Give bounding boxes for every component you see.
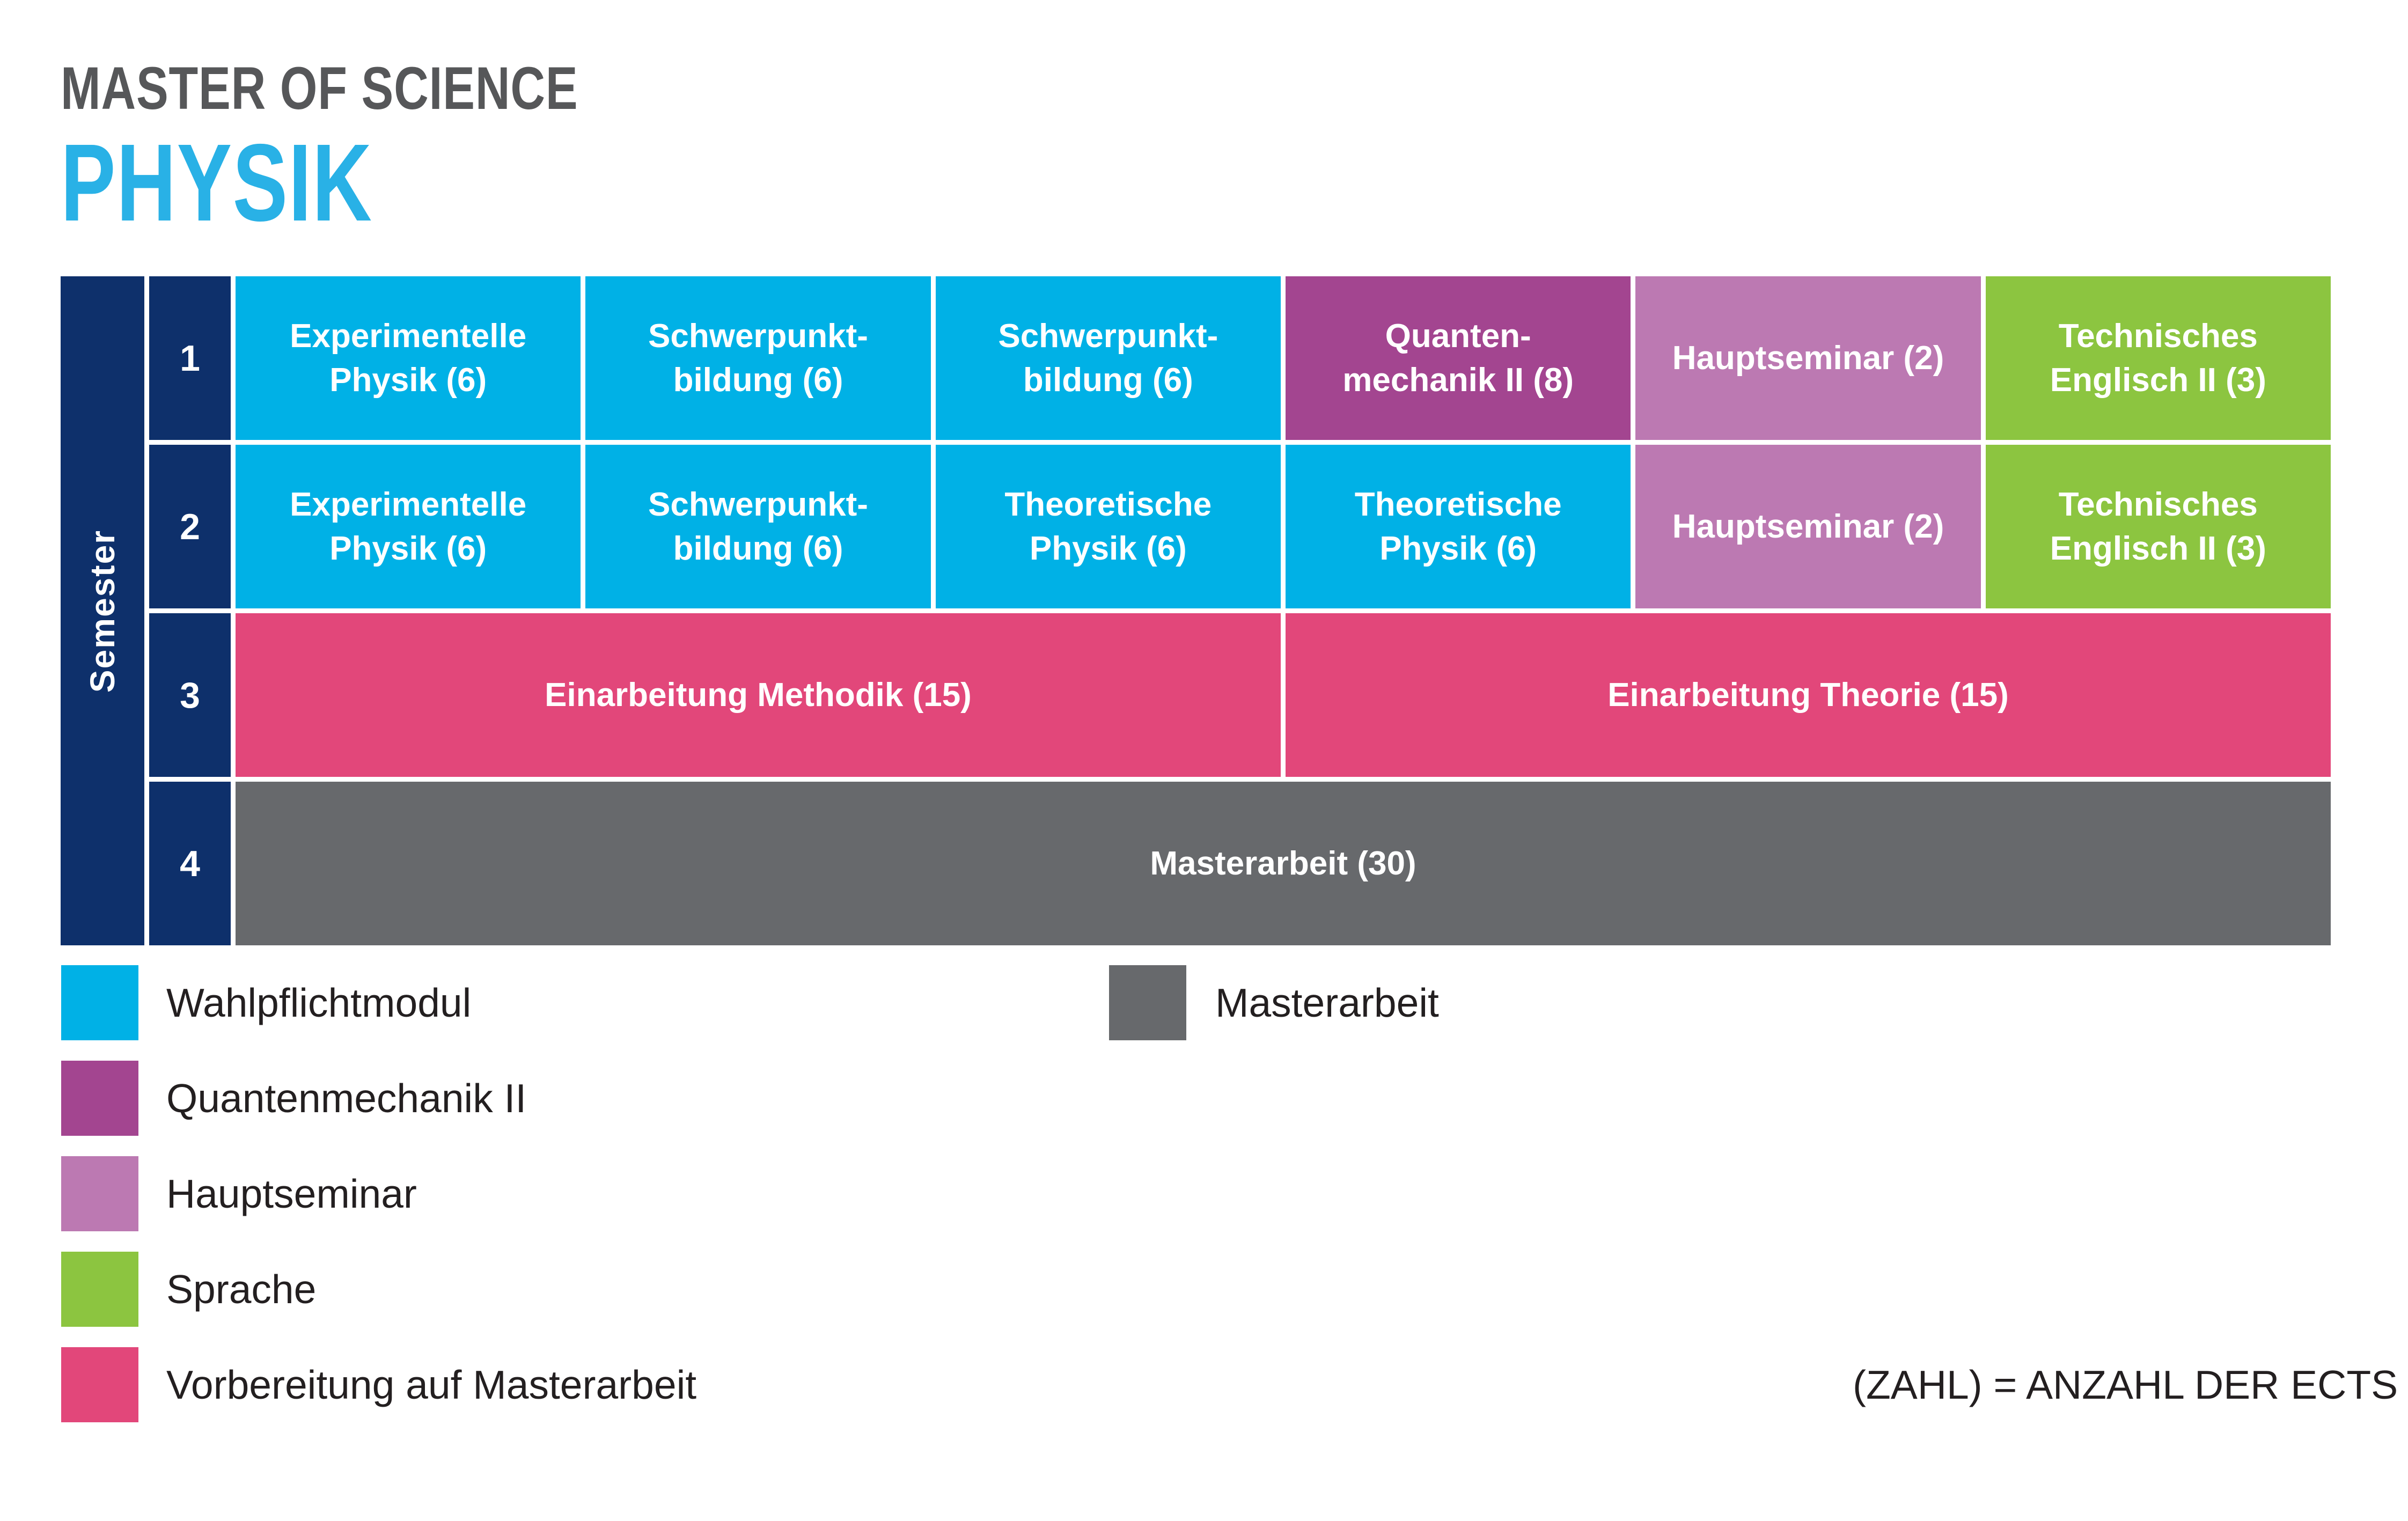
module-cell-s4-masterarbeit: Masterarbeit (30) (236, 782, 2331, 945)
legend-item-wahlpflichtmodul: Wahlpflichtmodul (61, 965, 471, 1040)
module-cell-s1-technisches-englisch: Technisches Englisch II (3) (1985, 276, 2331, 440)
legend-label: Hauptseminar (166, 1171, 417, 1216)
module-cell-s3-einarbeitung-methodik: Einarbeitung Methodik (15) (236, 613, 1281, 777)
legend-swatch-wahlpflichtmodul (61, 965, 138, 1040)
semester-number-4: 4 (149, 782, 231, 945)
legend-item-quantenmechanik-2: Quantenmechanik II (61, 1061, 526, 1136)
module-cell-s1-experimentelle-physik: Experimentelle Physik (6) (236, 276, 581, 440)
module-cell-s2-schwerpunktbildung: Schwerpunkt- bildung (6) (585, 445, 931, 608)
legend-swatch-quantenmechanik-2 (61, 1061, 138, 1136)
semester-number-3: 3 (149, 613, 231, 777)
legend-label: Quantenmechanik II (166, 1076, 527, 1121)
page-title-subject: PHYSIK (61, 121, 373, 244)
module-cell-s2-experimentelle-physik: Experimentelle Physik (6) (236, 445, 581, 608)
module-cell-s1-quantenmechanik-2: Quanten- mechanik II (8) (1285, 276, 1631, 440)
semester-axis: Semester (61, 276, 144, 945)
module-cell-s1-schwerpunktbildung-a: Schwerpunkt- bildung (6) (585, 276, 931, 440)
module-cell-s2-theoretische-physik-b: Theoretische Physik (6) (1285, 445, 1631, 608)
legend-label: Sprache (166, 1267, 317, 1312)
module-cell-s3-einarbeitung-theorie: Einarbeitung Theorie (15) (1285, 613, 2331, 777)
legend-item-vorbereitung-masterarbeit: Vorbereitung auf Masterarbeit (61, 1347, 696, 1422)
ects-note: (ZAHL) = ANZAHL DER ECTS (1853, 1362, 2398, 1407)
legend-label: Masterarbeit (1215, 980, 1439, 1025)
module-cell-s2-technisches-englisch: Technisches Englisch II (3) (1985, 445, 2331, 608)
semester-number-1: 1 (149, 276, 231, 440)
legend-item-hauptseminar: Hauptseminar (61, 1156, 417, 1231)
legend-label: Wahlpflichtmodul (166, 980, 472, 1025)
legend-item-sprache: Sprache (61, 1252, 316, 1327)
legend-swatch-vorbereitung-masterarbeit (61, 1347, 138, 1422)
curriculum-table: Semester 1 2 3 4 Experimentelle Physik (… (61, 276, 2331, 945)
legend-swatch-sprache (61, 1252, 138, 1327)
module-cell-s2-hauptseminar: Hauptseminar (2) (1635, 445, 1981, 608)
module-cell-s1-hauptseminar: Hauptseminar (2) (1635, 276, 1981, 440)
legend-swatch-hauptseminar (61, 1156, 138, 1231)
legend-item-masterarbeit: Masterarbeit (1109, 965, 1439, 1040)
module-cell-s1-schwerpunktbildung-b: Schwerpunkt- bildung (6) (935, 276, 1281, 440)
module-cell-s2-theoretische-physik-a: Theoretische Physik (6) (935, 445, 1281, 608)
page-title-degree: MASTER OF SCIENCE (61, 55, 578, 122)
legend-swatch-masterarbeit (1109, 965, 1186, 1040)
semester-axis-label: Semester (83, 529, 122, 693)
semester-number-2: 2 (149, 445, 231, 608)
legend-label: Vorbereitung auf Masterarbeit (166, 1362, 697, 1407)
